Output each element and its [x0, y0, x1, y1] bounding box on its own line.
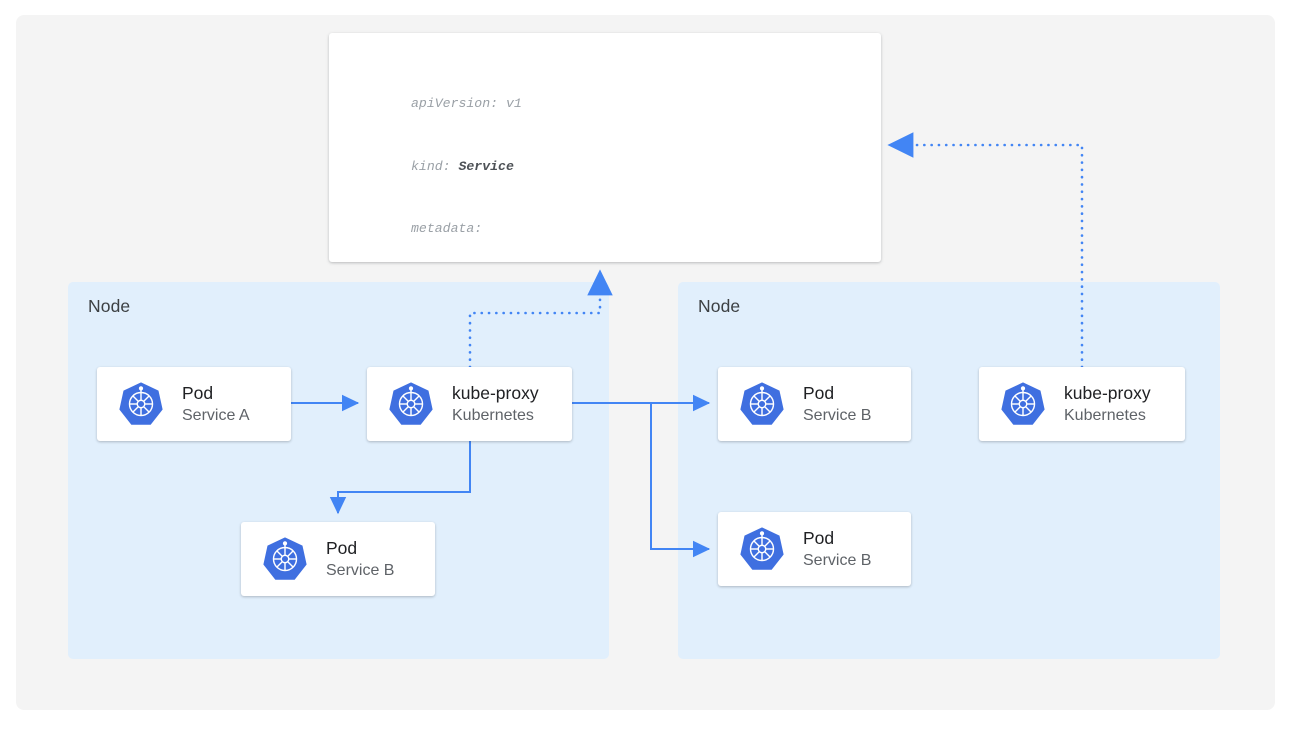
- kubernetes-logo-icon: [119, 382, 163, 425]
- kubernetes-logo-icon: [740, 382, 784, 425]
- node-label-left: Node: [88, 296, 131, 316]
- node-label-right: Node: [698, 296, 741, 316]
- card-title: Pod: [326, 537, 358, 558]
- card-pod-service-b-top[interactable]: Pod Service B: [718, 367, 911, 441]
- card-subtitle: Kubernetes: [1064, 406, 1146, 424]
- yaml-line: apiVersion: v1: [411, 96, 522, 112]
- yaml-value-kind: Service: [458, 158, 514, 174]
- yaml-line: metadata:: [411, 220, 483, 236]
- card-text: Pod Service B: [326, 537, 394, 582]
- card-subtitle: Service B: [803, 406, 872, 424]
- node-panel-right: Node: [678, 282, 1220, 659]
- card-kube-proxy-left[interactable]: kube-proxy Kubernetes: [367, 367, 572, 441]
- kubernetes-logo-icon: [389, 382, 433, 425]
- card-text: kube-proxy Kubernetes: [1064, 382, 1151, 427]
- node-panel-left: Node: [68, 282, 609, 659]
- kubernetes-logo-icon: [740, 527, 784, 570]
- card-subtitle: Service B: [326, 561, 395, 579]
- card-text: Pod Service B: [803, 382, 871, 427]
- card-title: Pod: [182, 382, 214, 403]
- card-pod-service-b-left[interactable]: Pod Service B: [241, 522, 435, 596]
- card-title: Pod: [803, 527, 835, 548]
- card-kube-proxy-right[interactable]: kube-proxy Kubernetes: [979, 367, 1185, 441]
- yaml-key: kind:: [411, 158, 459, 174]
- card-subtitle: Service B: [803, 551, 872, 569]
- kubernetes-logo-icon: [263, 537, 307, 580]
- card-title: kube-proxy: [452, 382, 539, 403]
- service-manifest-card: apiVersion: v1 kind: Service metadata: n…: [329, 33, 881, 262]
- service-manifest-text: apiVersion: v1 kind: Service metadata: n…: [411, 53, 735, 262]
- card-subtitle: Kubernetes: [452, 406, 534, 424]
- card-pod-service-a[interactable]: Pod Service A: [97, 367, 291, 441]
- card-title: Pod: [803, 382, 835, 403]
- card-text: Pod Service B: [803, 527, 871, 572]
- card-text: kube-proxy Kubernetes: [452, 382, 539, 427]
- yaml-line: kind: Service: [411, 157, 735, 178]
- card-text: Pod Service A: [182, 382, 250, 427]
- card-title: kube-proxy: [1064, 382, 1151, 403]
- card-pod-service-b-bottom[interactable]: Pod Service B: [718, 512, 911, 586]
- card-subtitle: Service A: [182, 406, 250, 424]
- kubernetes-logo-icon: [1001, 382, 1045, 425]
